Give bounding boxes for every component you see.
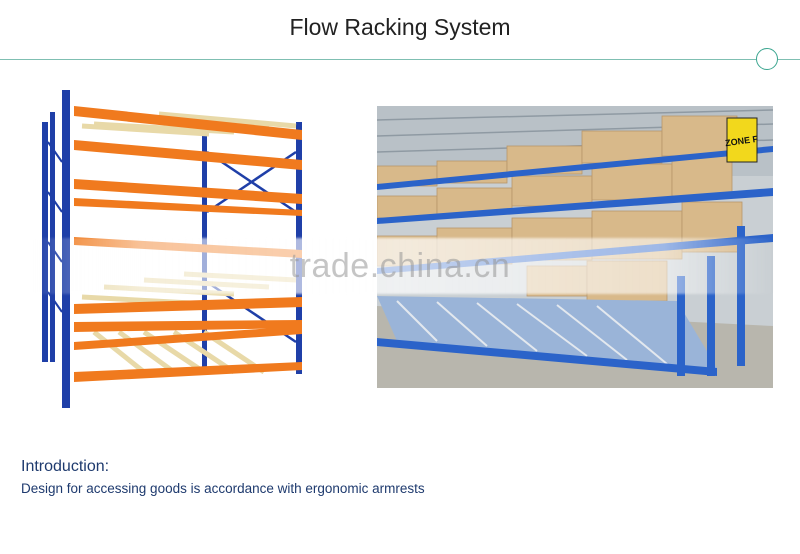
warehouse-photo: ZONE F xyxy=(377,106,773,388)
zone-sign-text: ZONE F xyxy=(725,134,760,149)
zone-sign xyxy=(726,117,758,163)
title-divider-circle xyxy=(756,48,778,70)
watermark-band xyxy=(30,238,775,294)
watermark-text: trade.china.cn xyxy=(289,247,511,285)
intro-body: Design for accessing goods is accordance… xyxy=(21,481,425,496)
intro-heading: Introduction: xyxy=(21,458,110,475)
page-title: Flow Racking System xyxy=(289,14,511,40)
title-divider xyxy=(0,59,756,60)
title-divider-end xyxy=(778,59,800,60)
photo-lower-rack xyxy=(377,296,717,368)
